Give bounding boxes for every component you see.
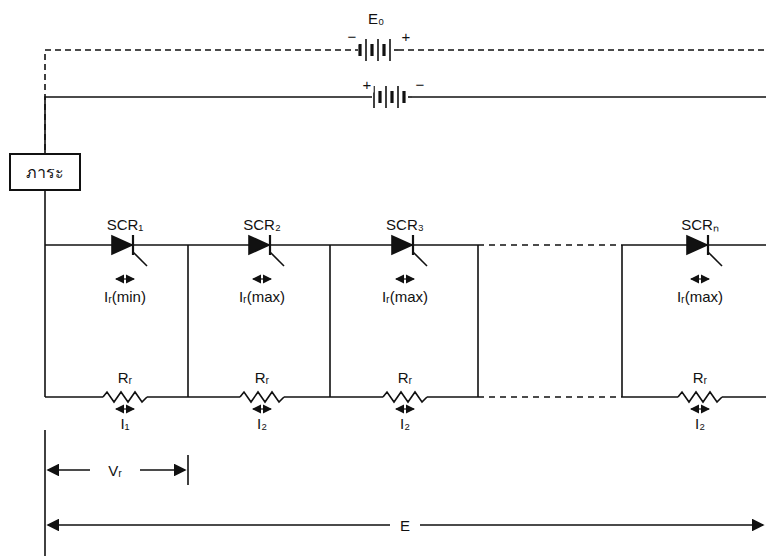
scr-label: SCR₂ bbox=[241, 216, 283, 233]
scr-gate bbox=[413, 252, 427, 266]
battery-plate bbox=[389, 39, 391, 61]
current-arrow bbox=[396, 408, 414, 409]
scr-gate bbox=[270, 252, 284, 266]
resistor-symbol bbox=[103, 392, 147, 402]
current-label: I₂ bbox=[693, 415, 707, 432]
battery-plate bbox=[358, 44, 361, 56]
current-label: Iᵣ(max) bbox=[380, 288, 430, 305]
resistor-label: Rᵣ bbox=[691, 369, 709, 386]
current-arrow bbox=[691, 278, 709, 279]
current-label: Iᵣ(max) bbox=[237, 288, 287, 305]
battery-plate bbox=[385, 86, 387, 108]
battery-plate bbox=[370, 44, 373, 56]
current-arrow bbox=[691, 408, 709, 409]
wire bbox=[394, 49, 398, 51]
dashed-wire bbox=[45, 50, 358, 150]
battery-plate bbox=[377, 39, 379, 61]
current-label: Iᵣ(min) bbox=[102, 288, 148, 305]
current-label: Iᵣ(max) bbox=[675, 288, 725, 305]
scr-symbol bbox=[112, 236, 132, 254]
resistor-label: Rᵣ bbox=[396, 369, 414, 386]
scr-symbol bbox=[392, 236, 412, 254]
scr-label: SCRₙ bbox=[679, 216, 721, 233]
extension-line bbox=[44, 430, 46, 556]
wire bbox=[408, 96, 412, 98]
voltage-label: E bbox=[398, 517, 412, 534]
wire bbox=[45, 97, 372, 153]
current-arrow bbox=[396, 278, 414, 279]
polarity-sign: − bbox=[414, 76, 427, 93]
extension-line bbox=[187, 455, 189, 485]
battery-label: E₀ bbox=[366, 10, 386, 27]
current-arrow bbox=[116, 408, 134, 409]
resistor-symbol bbox=[383, 392, 427, 402]
battery-plate bbox=[365, 39, 367, 61]
scr-label: SCR₃ bbox=[384, 216, 426, 233]
voltage-label: Vᵣ bbox=[106, 462, 124, 479]
battery-plate bbox=[378, 91, 381, 103]
current-arrow bbox=[116, 278, 134, 279]
resistor-label: Rᵣ bbox=[253, 369, 271, 386]
wire bbox=[44, 191, 46, 397]
current-label: I₁ bbox=[118, 415, 131, 432]
scr-symbol bbox=[249, 236, 269, 254]
wire bbox=[622, 396, 766, 398]
load-text: ภาระ bbox=[26, 160, 64, 185]
resistor-label: Rᵣ bbox=[116, 369, 134, 386]
scr-label: SCR₁ bbox=[105, 216, 146, 233]
polarity-sign: + bbox=[361, 76, 374, 93]
resistor-symbol bbox=[240, 392, 284, 402]
scr-gate bbox=[133, 252, 147, 266]
load-box: ภาระ bbox=[9, 153, 81, 191]
current-arrow bbox=[253, 408, 271, 409]
scr-symbol bbox=[687, 236, 707, 254]
polarity-sign: + bbox=[400, 28, 413, 45]
wire bbox=[412, 96, 766, 98]
battery-plate bbox=[373, 86, 375, 108]
battery-plate bbox=[402, 91, 405, 103]
current-arrow bbox=[253, 278, 271, 279]
dashed-wire bbox=[478, 396, 622, 398]
dashed-wire bbox=[478, 244, 622, 246]
polarity-sign: − bbox=[346, 28, 359, 45]
battery-plate bbox=[397, 86, 399, 108]
current-label: I₂ bbox=[398, 415, 412, 432]
resistor-symbol bbox=[678, 392, 722, 402]
wire bbox=[188, 245, 622, 397]
dashed-wire bbox=[398, 49, 766, 51]
battery-plate bbox=[390, 91, 393, 103]
battery-plate bbox=[382, 44, 385, 56]
scr-gate bbox=[708, 252, 722, 266]
current-label: I₂ bbox=[255, 415, 269, 432]
